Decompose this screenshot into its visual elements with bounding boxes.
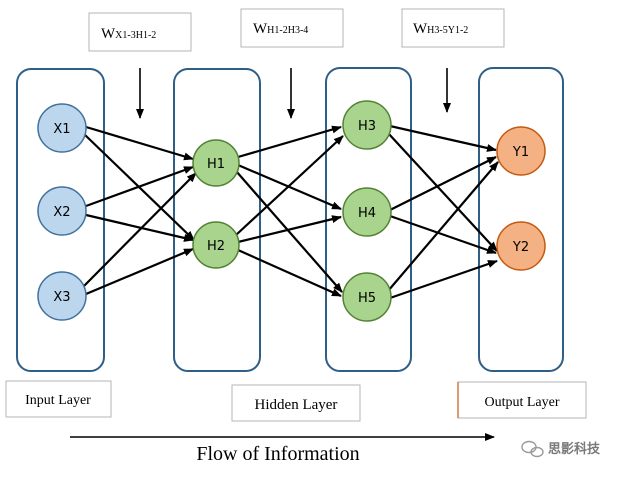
node-h2-label: H2 bbox=[207, 239, 225, 254]
connections-input-to-hidden1 bbox=[83, 125, 197, 296]
flow-caption: Flow of Information bbox=[196, 443, 359, 465]
node-x3-label: X3 bbox=[53, 290, 70, 305]
wechat-icon bbox=[521, 440, 544, 458]
edge-x1-h1 bbox=[85, 125, 194, 161]
edge-x2-h2 bbox=[85, 213, 194, 242]
input-layer-caption-box bbox=[5, 380, 112, 418]
connections-hidden2-to-output bbox=[387, 124, 499, 300]
hidden-1-nodes bbox=[192, 139, 240, 269]
weight-box-3 bbox=[401, 8, 505, 48]
output-nodes bbox=[496, 126, 546, 271]
input-nodes bbox=[37, 103, 87, 321]
node-h5-label: H5 bbox=[358, 291, 376, 306]
edge-h5-y1 bbox=[387, 161, 499, 292]
edge-x2-h1 bbox=[85, 165, 194, 208]
connections-hidden1-to-hidden2 bbox=[235, 125, 344, 298]
node-h1 bbox=[192, 139, 240, 187]
hidden-layer-caption: Hidden Layer bbox=[255, 397, 338, 413]
weight-lead-2: W bbox=[253, 21, 268, 37]
node-h5 bbox=[342, 272, 392, 322]
output-layer-caption-box bbox=[457, 381, 587, 419]
edge-h2-h5 bbox=[237, 248, 342, 298]
weight-lead-3: W bbox=[413, 21, 428, 37]
node-y2 bbox=[496, 221, 546, 271]
weight-sub-2: H1-2H3-4 bbox=[267, 25, 308, 36]
node-h4-label: H4 bbox=[358, 206, 376, 221]
weight-lead-1: W bbox=[101, 26, 116, 42]
node-x3 bbox=[37, 271, 87, 321]
weight-box-2 bbox=[240, 8, 344, 48]
edge-h1-h4 bbox=[237, 163, 342, 211]
edge-h1-h3 bbox=[237, 125, 342, 159]
input-layer-caption: Input Layer bbox=[25, 393, 91, 408]
edge-h3-y2 bbox=[387, 132, 498, 252]
node-x2 bbox=[37, 186, 87, 236]
node-y2-label: Y2 bbox=[512, 240, 529, 255]
output-layer-box bbox=[478, 67, 564, 372]
hidden-layer-caption-box bbox=[231, 384, 361, 422]
node-h2 bbox=[192, 221, 240, 269]
node-h4 bbox=[342, 187, 392, 237]
node-x1-label: X1 bbox=[53, 122, 70, 137]
weight-label-3: WH3-5Y1-2 bbox=[413, 21, 468, 37]
node-y1-label: Y1 bbox=[512, 145, 529, 160]
hidden-layer-1-box bbox=[173, 68, 261, 372]
node-x1 bbox=[37, 103, 87, 153]
weight-sub-1: X1-3H1-2 bbox=[115, 30, 156, 41]
hidden-layer-2-box bbox=[325, 67, 412, 372]
edge-h1-h5 bbox=[235, 170, 343, 293]
edge-h2-h4 bbox=[237, 215, 342, 244]
node-x2-label: X2 bbox=[53, 205, 70, 220]
node-h1-label: H1 bbox=[207, 157, 225, 172]
weight-box-1 bbox=[88, 12, 192, 52]
hidden-2-nodes bbox=[342, 100, 392, 322]
edge-h2-h3 bbox=[235, 135, 344, 236]
edge-h4-y1 bbox=[389, 156, 497, 211]
edge-h4-y2 bbox=[389, 214, 497, 255]
weight-label-2: WH1-2H3-4 bbox=[253, 21, 308, 37]
edge-x3-h2 bbox=[85, 247, 194, 296]
watermark-text: 思影科技 bbox=[548, 441, 601, 457]
edge-h5-y2 bbox=[389, 259, 498, 300]
output-layer-caption: Output Layer bbox=[484, 395, 559, 410]
node-h3 bbox=[342, 100, 392, 150]
edge-x3-h1 bbox=[83, 172, 197, 287]
weight-sub-3: H3-5Y1-2 bbox=[427, 25, 468, 36]
node-y1 bbox=[496, 126, 546, 176]
weight-label-1: WX1-3H1-2 bbox=[101, 26, 156, 42]
node-h3-label: H3 bbox=[358, 119, 376, 134]
watermark: 思影科技 bbox=[521, 440, 601, 458]
edge-h3-y1 bbox=[389, 124, 497, 152]
